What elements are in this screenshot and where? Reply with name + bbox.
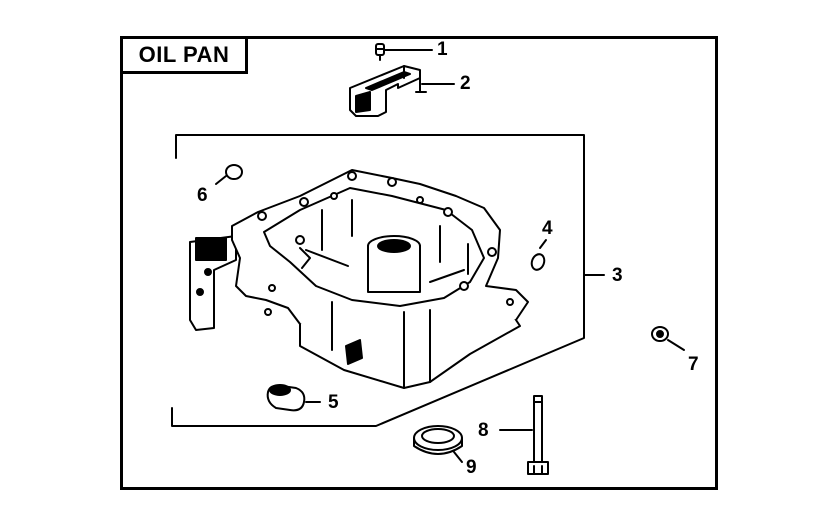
- callout-6: 6: [197, 185, 208, 206]
- part-8-bolt: [499, 395, 549, 475]
- part-3-bracket-line: [171, 134, 605, 427]
- part-7-drain-plug: [651, 326, 685, 351]
- callout-5: 5: [328, 392, 339, 413]
- part-1-screw: [375, 43, 385, 61]
- diagram-title: OIL PAN: [138, 42, 230, 67]
- callout-4: 4: [542, 218, 553, 239]
- callout-3: 3: [612, 265, 623, 286]
- diagram-frame: [120, 36, 718, 490]
- part-9-oil-seal: [413, 425, 463, 463]
- oil-pan-body: [189, 169, 529, 389]
- title-box: OIL PAN: [120, 36, 248, 74]
- callout-7: 7: [688, 354, 699, 375]
- callout-1: 1: [437, 39, 448, 60]
- part-5-seal: [266, 384, 321, 412]
- callout-9: 9: [466, 457, 477, 478]
- part-2-bracket: [349, 65, 427, 117]
- part-4-plug: [530, 239, 547, 271]
- callout-8: 8: [478, 420, 489, 441]
- callout-2: 2: [460, 73, 471, 94]
- part-6-plug: [215, 164, 243, 185]
